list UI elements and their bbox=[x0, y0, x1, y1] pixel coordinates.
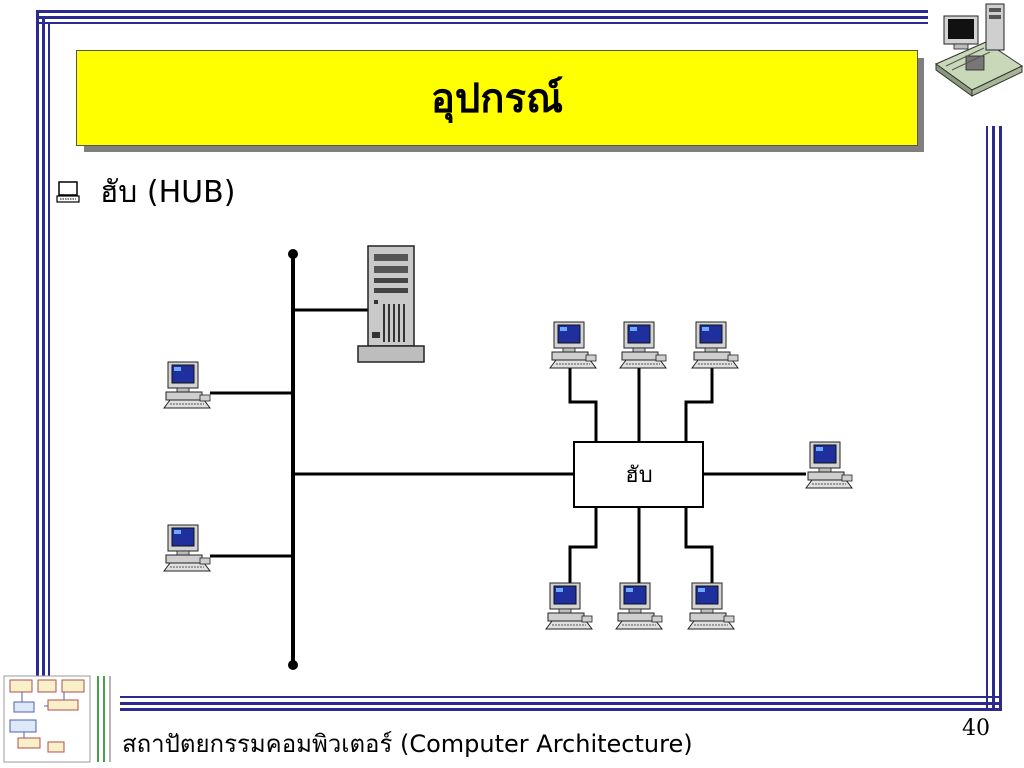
slide-title: อุปกรณ์ bbox=[76, 50, 918, 146]
desktop-computer-icon bbox=[549, 321, 597, 369]
desktop-computer-icon bbox=[691, 321, 739, 369]
frame-right-line-1 bbox=[986, 126, 988, 710]
architecture-diagram-icon bbox=[3, 675, 111, 763]
backbone-end-bottom bbox=[288, 660, 298, 670]
frame-left-line-2 bbox=[42, 16, 45, 710]
hub-top-left-link bbox=[568, 366, 598, 442]
desktop-computer-icon bbox=[545, 582, 593, 630]
desktop-computer-icon bbox=[163, 524, 211, 572]
frame-top-line-2 bbox=[36, 16, 928, 19]
frame-bottom-line-1 bbox=[120, 696, 1002, 698]
motherboard-icon bbox=[934, 3, 1024, 97]
bullet-text: ฮับ (HUB) bbox=[100, 174, 236, 210]
hub-bottom-right-link bbox=[684, 507, 714, 583]
frame-bottom-line-3 bbox=[120, 708, 1002, 711]
server-tower-icon bbox=[357, 245, 425, 363]
frame-right-line-2 bbox=[992, 126, 995, 710]
bullet-item: ฮับ (HUB) bbox=[56, 170, 235, 214]
hub-label: ฮับ bbox=[625, 463, 652, 488]
bullet-computer-icon bbox=[56, 181, 80, 203]
frame-top-line-3 bbox=[36, 22, 928, 24]
hub-top-right-link bbox=[684, 366, 714, 442]
desktop-computer-icon bbox=[687, 582, 735, 630]
desktop-computer-icon bbox=[619, 321, 667, 369]
frame-left-line-1 bbox=[36, 10, 39, 710]
desktop-computer-icon bbox=[805, 441, 853, 489]
backbone-end-top bbox=[288, 249, 298, 259]
frame-bottom-line-2 bbox=[120, 702, 1002, 705]
footer-text: สถาปัตยกรรมคอมพิวเตอร์ (Computer Archite… bbox=[122, 730, 693, 758]
hub-box bbox=[573, 441, 704, 508]
desktop-computer-icon bbox=[163, 361, 211, 409]
hub-bottom-left-link bbox=[568, 507, 598, 583]
frame-top-line-1 bbox=[36, 10, 928, 13]
frame-right-line-3 bbox=[999, 126, 1002, 710]
desktop-computer-icon bbox=[615, 582, 663, 630]
page-number: 40 bbox=[962, 716, 990, 741]
frame-left-line-3 bbox=[48, 22, 50, 710]
